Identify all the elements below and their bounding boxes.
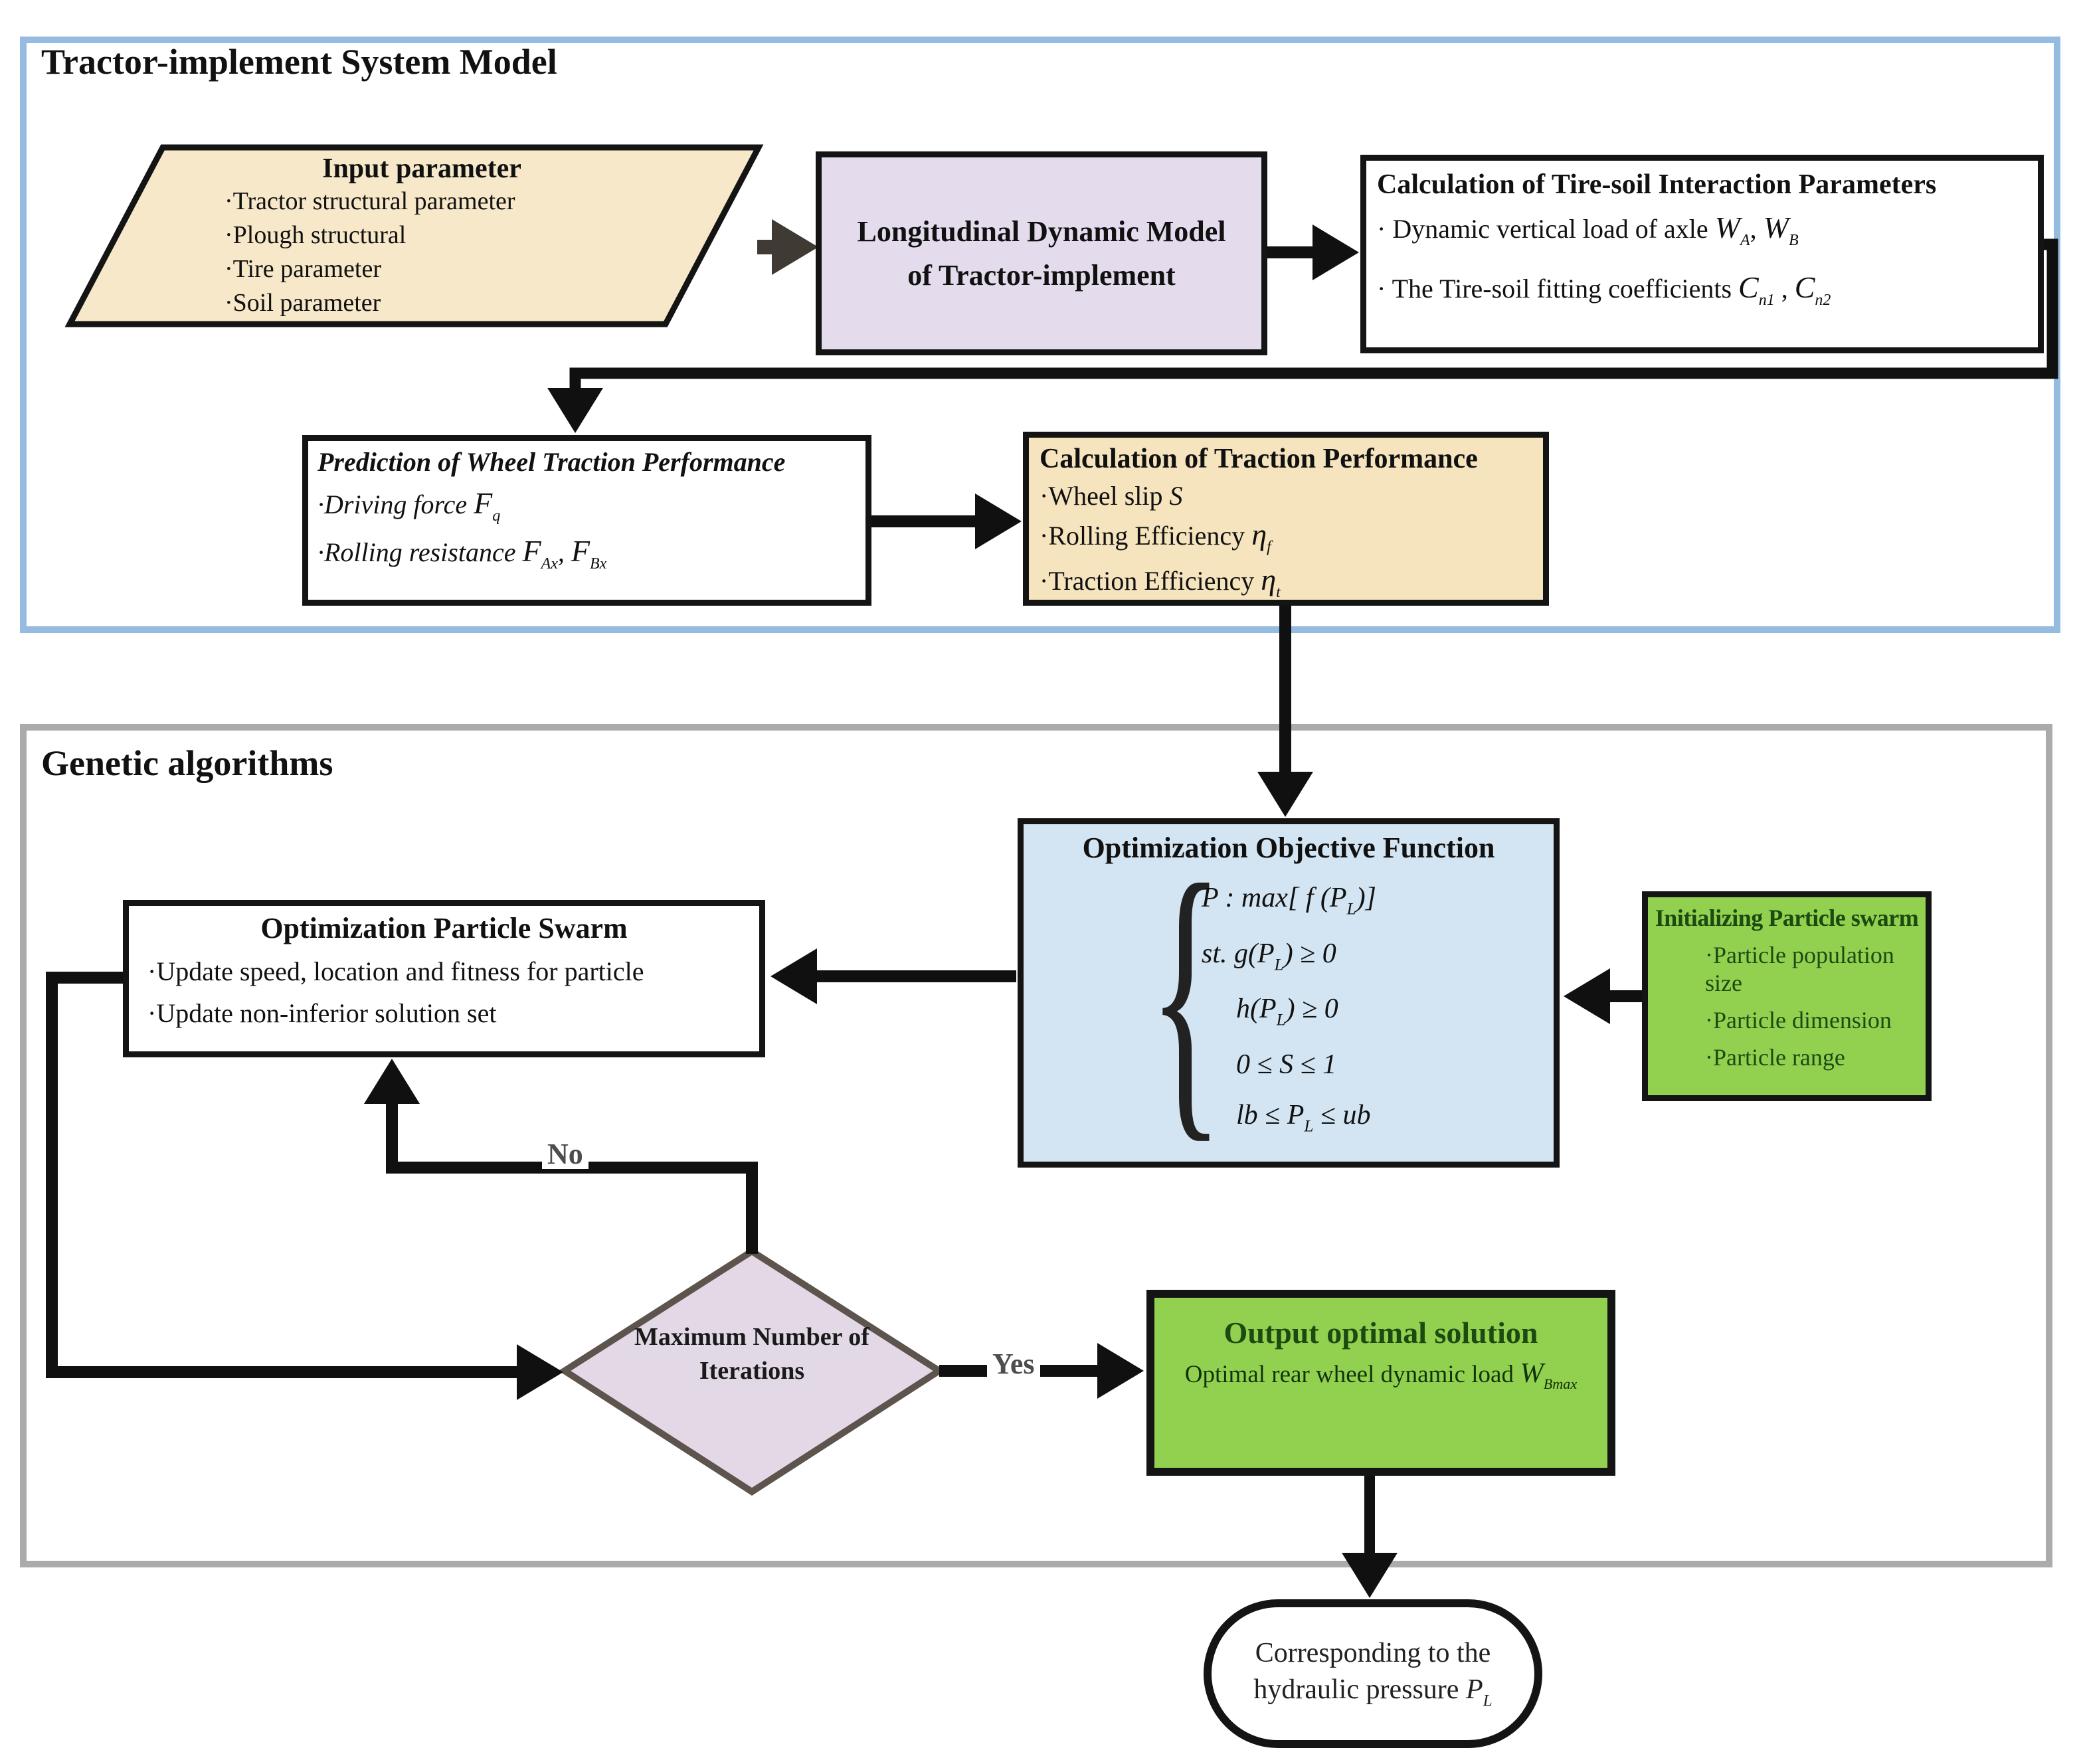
dynamic-model-line1: Longitudinal Dynamic Model (857, 215, 1226, 248)
particle-swarm-title: Optimization Particle Swarm (260, 912, 628, 944)
input-parameter-parallelogram (64, 144, 764, 327)
input-parameter-item: ·Tractor structural parameter (225, 187, 515, 215)
no-edge-label: No (542, 1140, 589, 1169)
objective-brace: { (1148, 821, 1223, 1167)
connector-tiresoil-to-prediction (547, 238, 2058, 433)
output-solution-line: Optimal rear wheel dynamic load WBmax (1184, 1358, 1578, 1392)
prediction-title: Prediction of Wheel Traction Performance (317, 447, 786, 477)
traction-performance-line1: ·Wheel slip S (1040, 481, 1183, 511)
prediction-node: Prediction of Wheel Traction Performance… (302, 435, 871, 606)
input-parameter-title: Input parameter (322, 153, 521, 184)
prediction-line2: ·Rolling resistance FAx, FBx (317, 533, 607, 573)
prediction-line1: ·Driving force Fq (317, 486, 501, 525)
terminal-line1: Corresponding to the (1255, 1638, 1491, 1669)
tire-soil-node: Calculation of Tire-soil Interaction Par… (1360, 155, 2044, 353)
dynamic-model-line2: of Tractor-implement (907, 258, 1176, 292)
yes-edge-label: Yes (987, 1350, 1040, 1379)
objective-function-node: Optimization Objective Function { P : ma… (1018, 818, 1560, 1168)
traction-performance-line3: ·Traction Efficiency ηt (1040, 562, 1281, 601)
terminal-line2: hydraulic pressure PL (1253, 1674, 1493, 1710)
init-swarm-item: ·Particle range (1705, 1044, 1845, 1071)
terminal-node: Corresponding to the hydraulic pressure … (1204, 1599, 1542, 1748)
objective-line3: h(PL) ≥ 0 (1236, 994, 1338, 1029)
arrow-model-to-tiresoil (1267, 224, 1359, 280)
input-parameter-node: Input parameter ·Tractor structural para… (166, 153, 678, 320)
arrow-decision-yes-to-output (939, 1343, 1144, 1399)
output-solution-title: Output optimal solution (1223, 1316, 1538, 1350)
init-swarm-node: Initializing Particle swarm ·Particle po… (1642, 891, 1932, 1101)
objective-line4: 0 ≤ S ≤ 1 (1236, 1049, 1337, 1080)
traction-performance-line2: ·Rolling Efficiency ηf (1040, 517, 1271, 556)
tire-soil-title: Calculation of Tire-soil Interaction Par… (1377, 169, 1937, 200)
init-swarm-item: ·Particle population size (1705, 942, 1894, 996)
decision-node-label: Maximum Number of Iterations (619, 1320, 885, 1389)
init-swarm-item: ·Particle dimension (1705, 1007, 1892, 1033)
particle-swarm-item: ·Update speed, location and fitness for … (147, 956, 644, 986)
arrow-objective-to-pso (770, 948, 1016, 1004)
arrow-output-to-terminal (1342, 1476, 1398, 1598)
traction-performance-node: Calculation of Traction Performance ·Whe… (1023, 432, 1549, 606)
input-parameter-item: ·Soil parameter (225, 288, 381, 317)
decision-diamond (558, 1247, 946, 1496)
output-solution-node: Output optimal solution Optimal rear whe… (1146, 1290, 1615, 1476)
arrow-input-to-model (757, 219, 818, 275)
section1-title: Tractor-implement System Model (41, 42, 557, 82)
objective-line2: st. g(PL) ≥ 0 (1202, 938, 1336, 974)
input-parameter-item: ·Tire parameter (225, 254, 381, 283)
decision-line1: Maximum Number of (634, 1323, 869, 1351)
traction-performance-title: Calculation of Traction Performance (1040, 444, 1478, 474)
connector-pso-to-decision (46, 972, 563, 1400)
objective-line5: lb ≤ PL ≤ ub (1236, 1100, 1371, 1136)
section2-title: Genetic algorithms (41, 743, 333, 783)
dynamic-model-node: Longitudinal Dynamic Model of Tractor-im… (816, 151, 1267, 355)
objective-line1: P : max[ f (PL)] (1202, 883, 1376, 919)
decision-line2: Iterations (699, 1357, 805, 1385)
input-parameter-item: ·Plough structural (225, 220, 407, 249)
tire-soil-line2: · The Tire-soil fitting coefficients Cn1… (1377, 270, 1831, 309)
arrow-init-to-objective (1564, 968, 1642, 1024)
particle-swarm-item: ·Update non-inferior solution set (147, 998, 497, 1028)
arrow-traction-to-objective (1257, 603, 1313, 817)
objective-math: P : max[ f (PL)] st. g(PL) ≥ 0 h(PL) ≥ 0… (1202, 881, 1376, 1154)
init-swarm-title: Initializing Particle swarm (1655, 905, 1919, 931)
particle-swarm-node: Optimization Particle Swarm ·Update spee… (123, 900, 765, 1057)
tire-soil-line1: · Dynamic vertical load of axle WA, WB (1377, 211, 1799, 249)
objective-function-title: Optimization Objective Function (1082, 832, 1495, 864)
arrow-prediction-to-traction (871, 493, 1022, 549)
